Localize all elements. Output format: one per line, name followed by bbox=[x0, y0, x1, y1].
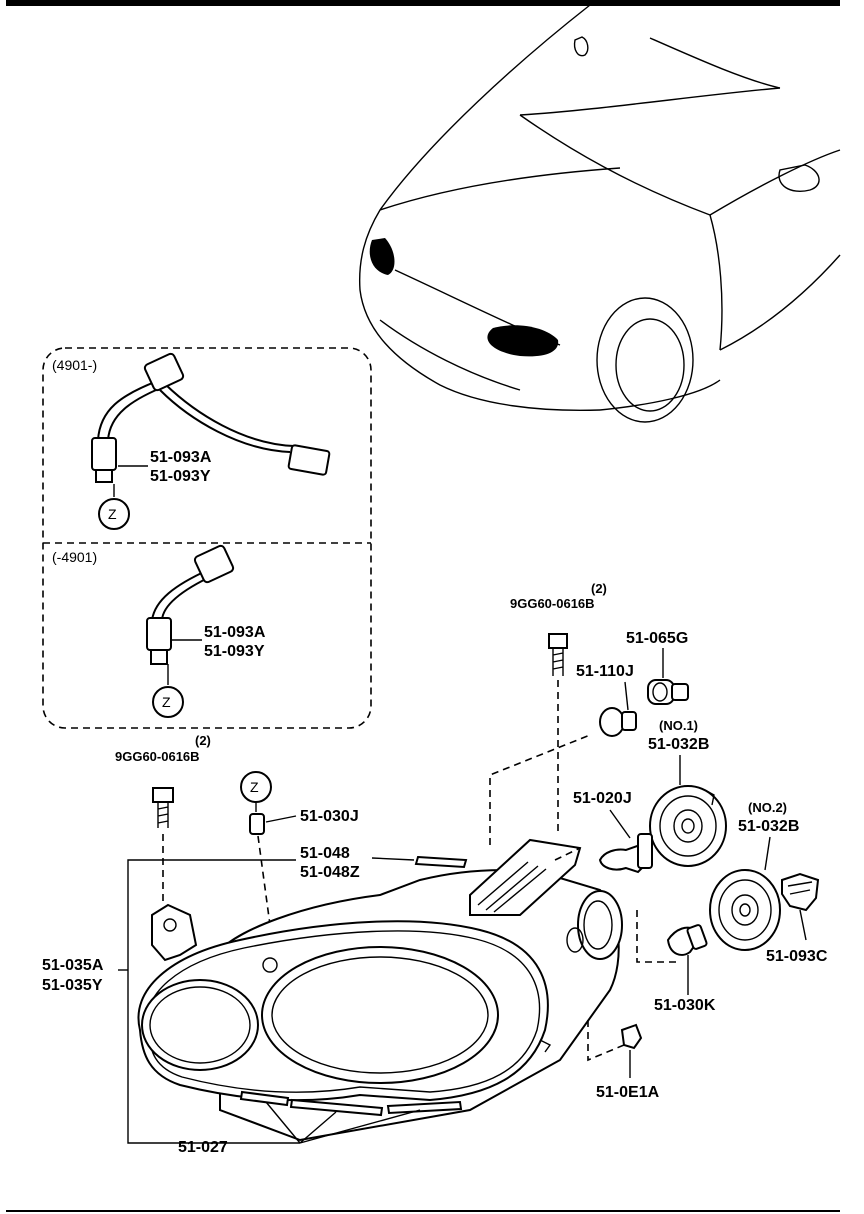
label-housing-b: 51-035Y bbox=[42, 977, 103, 994]
variant-late-part-b: 51-093Y bbox=[150, 468, 211, 485]
label-housing-a: 51-035A bbox=[42, 957, 104, 974]
trim-strips bbox=[239, 1090, 463, 1144]
variant-early-part-a: 51-093A bbox=[204, 624, 266, 641]
car-illustration bbox=[358, 4, 841, 423]
label-cap2: 51-032B bbox=[738, 818, 799, 835]
variant-early-part-b: 51-093Y bbox=[204, 643, 265, 660]
top-border bbox=[6, 0, 840, 6]
variant-box bbox=[42, 347, 372, 729]
ref-z-early: Z bbox=[162, 694, 171, 710]
label-bulb-small: 51-110J bbox=[576, 663, 634, 680]
harness-wire-short bbox=[146, 544, 235, 665]
label-trim-a: 51-048 bbox=[300, 845, 350, 862]
label-socket: 51-065G bbox=[626, 630, 688, 647]
variant-late-part-a: 51-093A bbox=[150, 449, 212, 466]
socket: 51-065G bbox=[626, 630, 689, 705]
label-clip: 51-030J bbox=[300, 808, 359, 825]
bulb-small: 51-110J bbox=[576, 663, 637, 737]
trim-piece bbox=[414, 855, 468, 869]
label-trim-b: 51-048Z bbox=[300, 864, 360, 881]
cap-no2: (NO.2) 51-032B bbox=[709, 800, 799, 951]
label-bulb-main: 51-020J bbox=[573, 790, 632, 807]
bolt-right-qty: (2) bbox=[591, 581, 607, 596]
label-cap1: 51-032B bbox=[648, 736, 709, 753]
ref-z-circle-early bbox=[152, 686, 184, 718]
label-strips: 51-027 bbox=[178, 1139, 228, 1156]
bolt-left-qty: (2) bbox=[195, 733, 211, 748]
ref-z-clip: Z bbox=[250, 779, 259, 795]
variant-late: (4901-) 51-093A 51-093Y Z bbox=[52, 352, 331, 530]
cap-no1: (NO.1) 51-032B bbox=[648, 718, 727, 867]
bulb-side: 51-030K bbox=[654, 924, 716, 1014]
bolt-right-part: 9GG60-0616B bbox=[510, 596, 595, 611]
label-fastener: 51-0E1A bbox=[596, 1084, 660, 1101]
label-cap1-no: (NO.1) bbox=[659, 718, 698, 733]
bolt-right: (2) 9GG60-0616B bbox=[510, 581, 607, 835]
variant-early: (-4901) 51-093A 51-093Y Z bbox=[52, 544, 266, 718]
harness-wire-long bbox=[91, 352, 331, 483]
clip-assembly: Z 51-030J bbox=[240, 771, 359, 926]
bolt-left-part: 9GG60-0616B bbox=[115, 749, 200, 764]
bolt-left: (2) 9GG60-0616B bbox=[115, 733, 211, 905]
label-cap2-no: (NO.2) bbox=[748, 800, 787, 815]
connector-093c: 51-093C bbox=[766, 872, 828, 965]
ref-z-circle-late bbox=[98, 498, 130, 530]
housing-bracket-line bbox=[127, 859, 300, 1144]
variant-late-range: (4901-) bbox=[52, 357, 97, 373]
variant-early-range: (-4901) bbox=[52, 549, 97, 565]
bulb-main: 51-020J bbox=[573, 790, 653, 874]
fastener: 51-0E1A bbox=[596, 1023, 660, 1101]
ref-z-late: Z bbox=[108, 506, 117, 522]
headlamp-housing bbox=[137, 838, 623, 1142]
label-connector: 51-093C bbox=[766, 948, 828, 965]
label-bulb-side: 51-030K bbox=[654, 997, 716, 1014]
guide-lines bbox=[489, 734, 680, 1062]
